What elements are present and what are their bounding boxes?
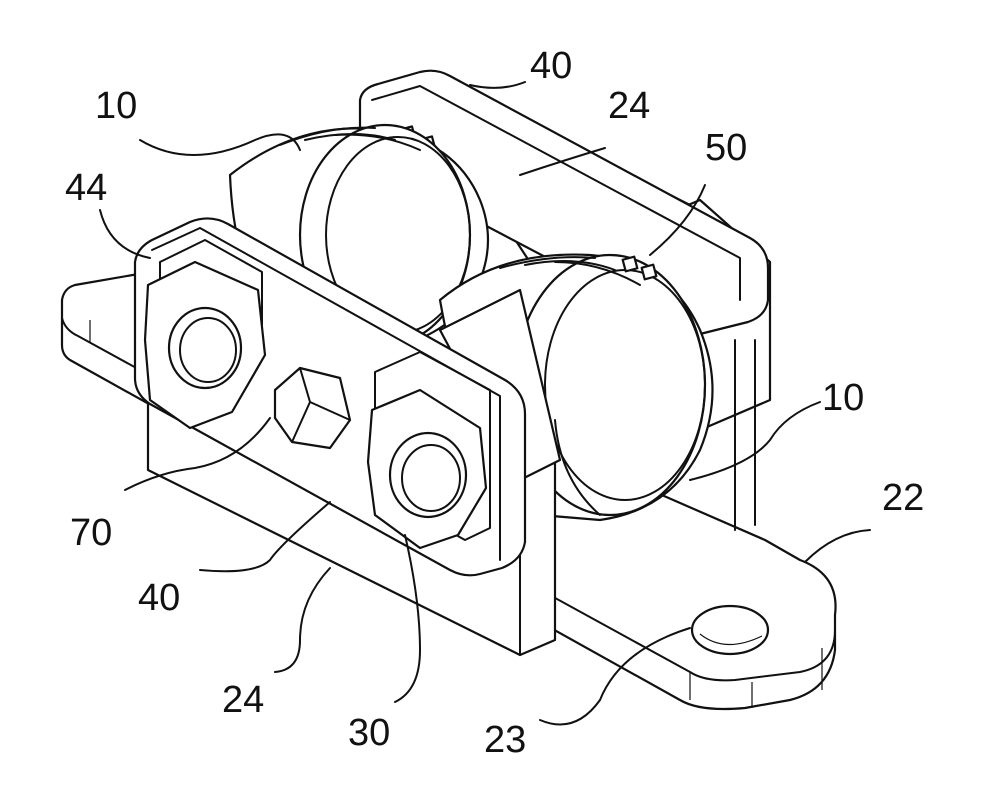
mounting-hole [692, 606, 768, 654]
label-44: 44 [65, 167, 107, 209]
label-23: 23 [484, 719, 526, 761]
label-50: 50 [705, 127, 747, 169]
label-22: 22 [882, 477, 924, 519]
label-10-right: 10 [822, 377, 864, 419]
label-30: 30 [348, 712, 390, 754]
label-70: 70 [70, 512, 112, 554]
label-40-front: 40 [138, 577, 180, 619]
label-10-top: 10 [95, 85, 137, 127]
label-24-front: 24 [222, 679, 264, 721]
label-40-top: 40 [530, 45, 572, 87]
label-24-top: 24 [608, 85, 650, 127]
